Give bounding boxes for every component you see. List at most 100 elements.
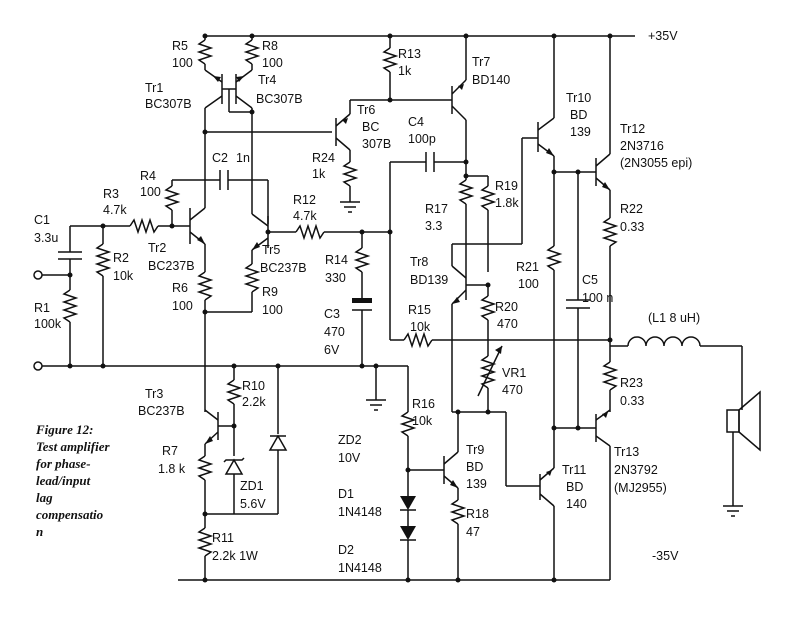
- l1-label: (L1 8 uH): [648, 311, 700, 325]
- r24-resistor: [340, 161, 360, 213]
- r3-resistor: [103, 217, 190, 235]
- r5-value: 100: [172, 56, 193, 70]
- r7-value: 1.8 k: [158, 462, 186, 476]
- r24-value: 1k: [312, 167, 326, 181]
- tr12-value: 2N3716: [620, 139, 664, 153]
- zd1-value: 5.6V: [240, 497, 266, 511]
- r19-resistor: [479, 176, 497, 272]
- tr10-value2: 139: [570, 125, 591, 139]
- tr6-name: Tr6: [357, 103, 375, 117]
- r18-name: R18: [466, 507, 489, 521]
- r1-value: 100k: [34, 317, 62, 331]
- tr1-transistor: [204, 69, 223, 132]
- r17-name: R17: [425, 202, 448, 216]
- tr11-name: Tr11: [562, 463, 586, 477]
- r11-value: 2.2k 1W: [212, 549, 258, 563]
- r7-name: R7: [162, 444, 178, 458]
- r8-resistor: [243, 36, 261, 70]
- tr5-name: Tr5: [262, 243, 280, 257]
- r16-value: 10k: [412, 414, 433, 428]
- r4-name: R4: [140, 169, 156, 183]
- tr6-value: BC: [362, 120, 379, 134]
- tr7-transistor: [451, 33, 469, 176]
- r4-resistor: [163, 179, 220, 229]
- tr4-name: Tr4: [258, 73, 276, 87]
- tr10-name: Tr10: [566, 91, 591, 105]
- vr1-potentiometer: [477, 345, 503, 412]
- zd1-zener: [205, 457, 278, 515]
- tr13-transistor: [595, 409, 611, 580]
- tr12-name: Tr12: [620, 122, 645, 136]
- negative-rail-label: -35V: [652, 549, 679, 563]
- c4-capacitor: [389, 152, 469, 340]
- r19-value: 1.8k: [495, 196, 519, 210]
- r6-value: 100: [172, 299, 193, 313]
- tr11-value2: 140: [566, 497, 587, 511]
- r10-resistor: [225, 363, 243, 456]
- r12-resistor: [268, 223, 393, 241]
- r22-resistor: [601, 217, 619, 346]
- r5-name: R5: [172, 39, 188, 53]
- tr7-value: BD140: [472, 73, 510, 87]
- r14-name: R14: [325, 253, 348, 267]
- ground-symbol: [366, 363, 386, 411]
- positive-rail-label: +35V: [648, 29, 678, 43]
- r23-name: R23: [620, 376, 643, 390]
- c3-value2: 6V: [324, 343, 340, 357]
- tr5-value: BC237B: [260, 261, 307, 275]
- r22-name: R22: [620, 202, 643, 216]
- r18-value: 47: [466, 525, 480, 539]
- vr1-value: 470: [502, 383, 523, 397]
- r21-value: 100: [518, 277, 539, 291]
- r20-resistor: [479, 285, 497, 356]
- c3-name: C3: [324, 307, 340, 321]
- r15-resistor: [390, 331, 610, 349]
- caption-line-5: lag: [36, 490, 53, 505]
- c1-name: C1: [34, 213, 50, 227]
- tr9-value2: 139: [466, 477, 487, 491]
- r16-resistor: [399, 366, 417, 496]
- r13-name: R13: [398, 47, 421, 61]
- r23-value: 0.33: [620, 394, 644, 408]
- tr12-value2: (2N3055 epi): [620, 156, 692, 170]
- l1-inductor: [610, 336, 743, 410]
- tr8-name: Tr8: [410, 255, 428, 269]
- r15-name: R15: [408, 303, 431, 317]
- tr3-name: Tr3: [145, 387, 163, 401]
- r17-resistor: [457, 173, 488, 270]
- tr13-value2: (MJ2955): [614, 481, 667, 495]
- c3-capacitor: [352, 298, 372, 369]
- r19-name: R19: [495, 179, 518, 193]
- r2-name: R2: [113, 251, 129, 265]
- tr11-transistor: [539, 428, 557, 583]
- figure-caption: Figure 12: Test amplifier for phase- lea…: [35, 422, 110, 539]
- caption-line-2: Test amplifier: [36, 439, 110, 454]
- d1-diode: [400, 496, 416, 526]
- vr1-name: VR1: [502, 366, 526, 380]
- r12-name: R12: [293, 193, 316, 207]
- tr11-value: BD: [566, 480, 583, 494]
- d2-name: D2: [338, 543, 354, 557]
- tr1-value: BC307B: [145, 97, 192, 111]
- tr10-transistor: [521, 33, 557, 244]
- r13-value: 1k: [398, 64, 412, 78]
- r24-name: R24: [312, 151, 335, 165]
- r1-name: R1: [34, 301, 50, 315]
- zd1-name: ZD1: [240, 479, 264, 493]
- r8-value: 100: [262, 56, 283, 70]
- r15-value: 10k: [410, 320, 431, 334]
- d1-name: D1: [338, 487, 354, 501]
- tr3-value: BC237B: [138, 404, 185, 418]
- tr9-name: Tr9: [466, 443, 484, 457]
- r17-value: 3.3: [425, 219, 442, 233]
- c4-value: 100p: [408, 132, 436, 146]
- tr9-value: BD: [466, 460, 483, 474]
- tr3-transistor: [204, 409, 237, 445]
- c5-value: 100 n: [582, 291, 613, 305]
- tr8-value: BD139: [410, 273, 448, 287]
- caption-line-6: compensatio: [36, 507, 104, 522]
- r9-name: R9: [262, 285, 278, 299]
- tr12-transistor: [595, 33, 613, 218]
